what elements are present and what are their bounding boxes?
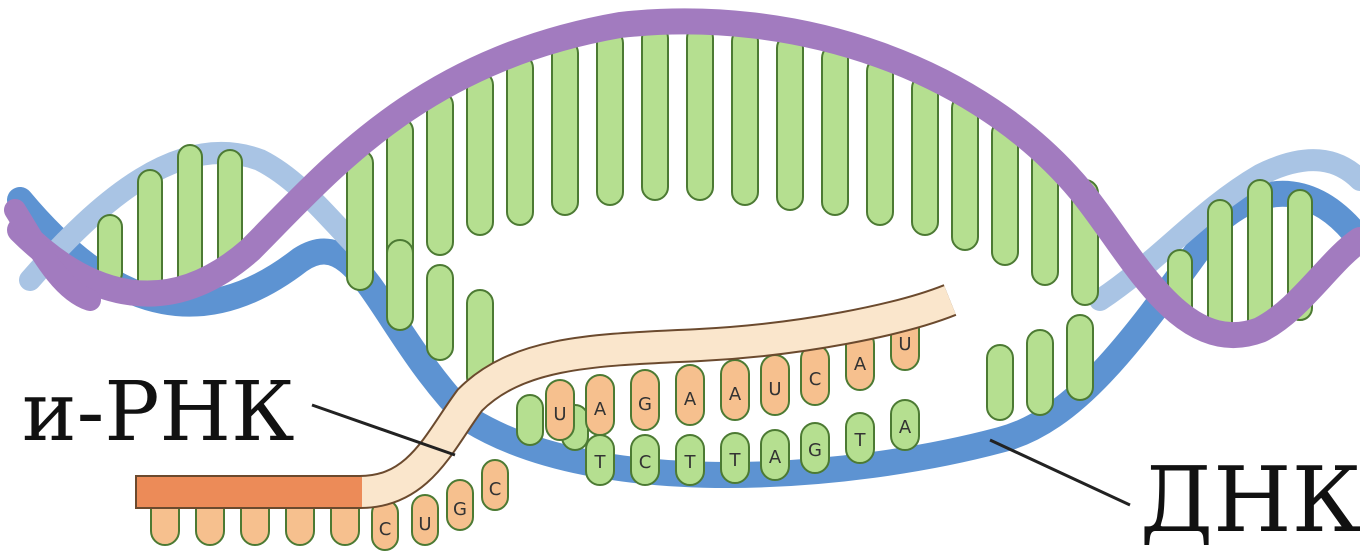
- dna-base-green: [642, 25, 668, 200]
- dna-base-green: [687, 25, 713, 200]
- dna-template-base: T: [586, 435, 614, 485]
- dna-base-green: [517, 395, 543, 445]
- dna-base-green: [987, 345, 1013, 420]
- dna-template-base: A: [761, 430, 789, 480]
- dna-base-green: [552, 40, 578, 215]
- dna-base-green: [777, 35, 803, 210]
- dna-template-base: C: [631, 435, 659, 485]
- dna-base-letter: T: [684, 452, 697, 473]
- mrna-base-letter: A: [729, 384, 742, 405]
- mrna-tail-letter: U: [418, 514, 431, 535]
- dna-base-green: [867, 58, 893, 225]
- dna-template-base: A: [891, 400, 919, 450]
- mrna-label: и-РНК: [22, 372, 295, 454]
- dna-base-green: [387, 240, 413, 330]
- mrna-tail-letter: G: [453, 499, 467, 520]
- dna-label: ДНК: [1140, 456, 1360, 546]
- mrna-base: U: [546, 380, 574, 440]
- mrna-base-letter: G: [638, 394, 652, 415]
- dna-base-green: [732, 28, 758, 205]
- mrna-tail-base: G: [447, 480, 473, 530]
- dna-template-base: T: [676, 435, 704, 485]
- dna-template-base: T: [721, 433, 749, 483]
- dna-template-base: G: [801, 423, 829, 473]
- mrna-base: U: [761, 355, 789, 415]
- mrna-tail-letter: C: [489, 479, 502, 500]
- dna-base-green: [427, 265, 453, 360]
- mrna-base: A: [721, 360, 749, 420]
- mrna-base-letter: U: [553, 404, 566, 425]
- dna-base-green: [597, 30, 623, 205]
- dna-base-green: [507, 55, 533, 225]
- mrna-tail-base: C: [482, 460, 508, 510]
- dna-base-letter: G: [808, 440, 822, 461]
- dna-base-green: [1027, 330, 1053, 415]
- mrna-base-letter: A: [684, 389, 697, 410]
- dna-base-letter: C: [639, 452, 652, 473]
- dna-base-green: [467, 72, 493, 235]
- dna-template-base: T: [846, 413, 874, 463]
- mrna-base-letter: U: [898, 334, 911, 355]
- dna-base-letter: A: [769, 447, 782, 468]
- dna-base-green: [822, 45, 848, 215]
- dna-base-green: [1067, 315, 1093, 400]
- mrna-base: A: [676, 365, 704, 425]
- mrna-base-letter: U: [768, 379, 781, 400]
- mrna-base: G: [631, 370, 659, 430]
- dna-base-green: [427, 92, 453, 255]
- dna-base-letter: T: [594, 452, 607, 473]
- dna-base-green: [912, 75, 938, 235]
- mrna-tail-base: U: [412, 495, 438, 545]
- dna-base-letter: T: [854, 430, 867, 451]
- mrna-base: A: [586, 375, 614, 435]
- mrna-base-letter: C: [809, 369, 822, 390]
- dna-base-green: [952, 95, 978, 250]
- mrna-base-letter: A: [854, 354, 867, 375]
- mrna-base-letter: A: [594, 399, 607, 420]
- dna-pointer-line: [990, 440, 1130, 505]
- mrna-base: C: [801, 345, 829, 405]
- dna-base-green: [178, 145, 202, 290]
- dna-base-letter: A: [899, 417, 912, 438]
- dna-base-letter: T: [729, 450, 742, 471]
- mrna-tail-letter: C: [379, 519, 392, 540]
- dna-base-green: [347, 150, 373, 290]
